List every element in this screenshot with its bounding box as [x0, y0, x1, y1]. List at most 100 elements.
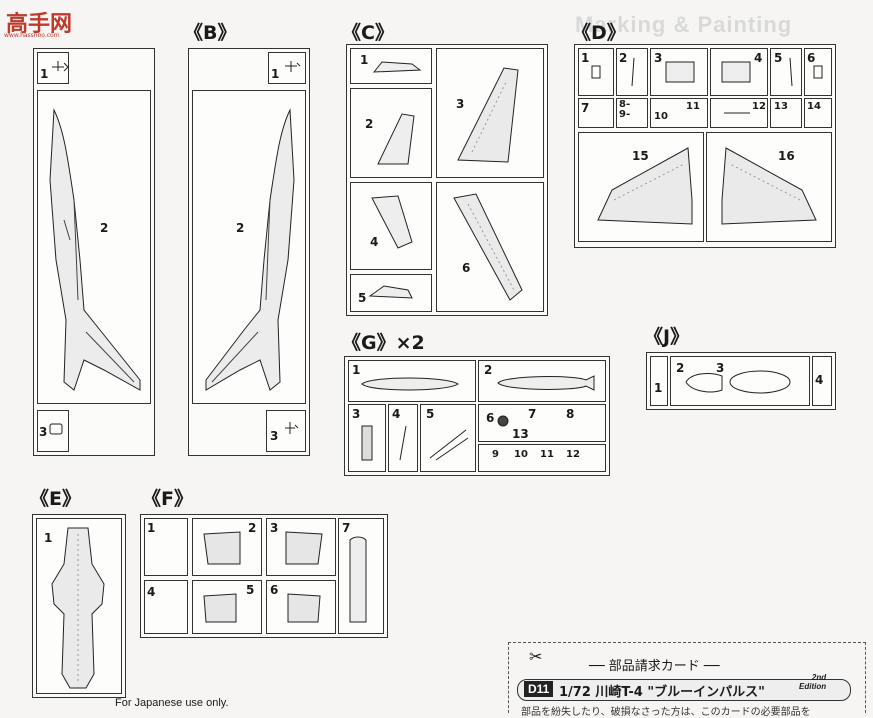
sprue-d-cell-5 — [770, 48, 802, 96]
sprue-f-cell-1 — [144, 518, 188, 576]
kit-name: 1/72 川崎T-4 "ブルーインパルス" — [559, 685, 765, 700]
order-card-bar — [517, 679, 851, 701]
part-c1-drawing — [372, 61, 422, 73]
part-number: 5 — [246, 583, 255, 597]
part-f5-drawing — [203, 593, 237, 623]
part-number: 4 — [147, 585, 156, 599]
part-d3-drawing — [665, 61, 695, 83]
part-f2-drawing — [203, 531, 241, 565]
part-number: 1 — [581, 51, 590, 65]
part-number: 2 — [365, 117, 374, 131]
part-number: 5 — [774, 51, 783, 65]
part-g2-tank — [497, 375, 595, 391]
part-number: 8- 9- — [619, 99, 631, 120]
part-number: 14 — [807, 101, 821, 112]
part-d4-drawing — [721, 61, 751, 83]
sprue-d-cell-6 — [804, 48, 832, 96]
part-number: 7 — [581, 101, 590, 115]
part-number: 4 — [392, 407, 401, 421]
part-number: 2 — [619, 51, 628, 65]
part-b2-fuselage-half — [205, 108, 295, 391]
sprue-f-cell-4 — [144, 580, 188, 634]
sprue-a-cell-3 — [37, 410, 69, 452]
part-number: 1 — [40, 67, 49, 81]
section-c-title: 《C》 — [342, 22, 394, 44]
scissors-icon: ✂ — [529, 649, 543, 666]
part-g5-drawing — [429, 429, 469, 461]
part-number: 6 — [462, 261, 471, 275]
part-number: 1 — [360, 53, 369, 67]
part-j-canopy — [685, 370, 791, 394]
part-c5-drawing — [368, 285, 413, 299]
section-f-title: 《F》 — [142, 488, 193, 510]
part-number: 3 — [39, 425, 48, 439]
order-card-title: ── 部品請求カード ── — [589, 659, 720, 674]
part-g3-drawing — [361, 425, 373, 461]
part-number: 2 — [248, 521, 257, 535]
part-c3-fin — [457, 67, 519, 163]
sprue-j-cell-4 — [812, 356, 832, 406]
site-logo: 高手网 www.hasshoo.com — [2, 6, 76, 39]
site-logo-url: www.hasshoo.com — [4, 32, 60, 39]
sprue-d-cell-10-11 — [650, 98, 708, 128]
part-f6-drawing — [287, 593, 321, 623]
part-number: 2 — [236, 221, 245, 235]
part-c4-drawing — [371, 195, 413, 249]
section-j-title: 《J》 — [644, 326, 690, 348]
part-number: 3 — [654, 51, 663, 65]
parts-order-card: ✂ ── 部品請求カード ── D11 1/72 川崎T-4 "ブルーインパルス… — [508, 642, 866, 718]
part-number: 3 — [716, 361, 725, 375]
part-number: 3 — [270, 521, 279, 535]
part-number: 1 — [271, 67, 280, 81]
part-number: 13 — [512, 427, 529, 441]
edition-line-1: 2nd — [811, 673, 827, 682]
part-number: 6 — [807, 51, 816, 65]
part-number: 3 — [352, 407, 361, 421]
site-logo-text: 高手网 — [6, 12, 73, 37]
part-d6-drawing — [813, 65, 823, 79]
sprue-d-cell-1 — [578, 48, 614, 96]
part-number: 7 — [528, 407, 537, 421]
sprue-g-cell-4 — [388, 404, 418, 472]
part-number: 1 — [654, 381, 663, 395]
part-f3-drawing — [285, 531, 323, 565]
section-b-title: 《B》 — [184, 22, 237, 44]
part-d5-drawing — [789, 57, 793, 87]
part-number: 6 — [486, 411, 495, 425]
sprue-d-cell-13 — [770, 98, 802, 128]
sprue-g-cell-3 — [348, 404, 386, 472]
sprue-d-cell-14 — [804, 98, 832, 128]
part-d16-wing — [721, 147, 817, 225]
part-number: 2 — [676, 361, 685, 375]
part-number: 11 — [540, 449, 554, 460]
sprue-d-cell-2 — [616, 48, 648, 96]
part-c6-fin — [453, 193, 523, 301]
part-number: 8 — [566, 407, 575, 421]
part-number: 1 — [44, 531, 53, 545]
part-number: 4 — [370, 235, 379, 249]
part-number: 4 — [815, 373, 824, 387]
part-number: 5 — [426, 407, 435, 421]
part-e1-fuselage-bottom — [51, 527, 105, 689]
sprue-g-cell-6-8 — [478, 404, 606, 442]
part-number: 1 — [352, 363, 361, 377]
part-number: 3 — [270, 429, 279, 443]
part-d1-drawing — [591, 65, 601, 79]
sprue-g-cell-9-12 — [478, 444, 606, 472]
sprue-g-cell-5 — [420, 404, 476, 472]
section-e-title: 《E》 — [30, 488, 81, 510]
sprue-b-cell-3 — [266, 410, 306, 452]
footer-note: For Japanese use only. — [115, 697, 229, 709]
sprue-d-cell-8-9 — [616, 98, 648, 128]
part-d15-wing — [597, 147, 693, 225]
part-d2-drawing — [631, 57, 635, 87]
part-number: 4 — [754, 51, 763, 65]
sprue-a-cell-1 — [37, 52, 69, 84]
part-a3-drawing — [49, 423, 63, 435]
part-number: 12 — [566, 449, 580, 460]
part-number: 9 — [492, 449, 499, 460]
part-number: 10 — [654, 111, 668, 122]
part-d12-drawing — [724, 112, 750, 114]
sprue-b-cell-1 — [268, 52, 306, 84]
